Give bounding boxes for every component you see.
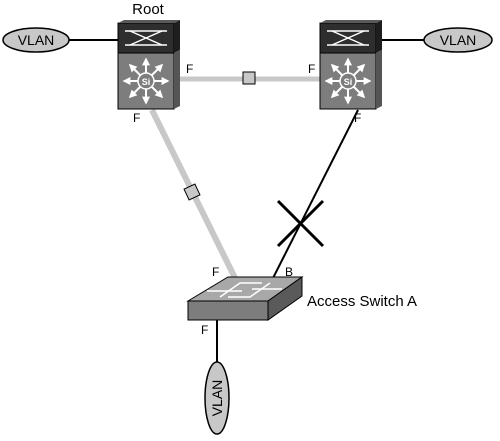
bpdu-square-icon-left — [183, 183, 201, 201]
access-workgroup-switch-icon — [186, 276, 304, 321]
vlan-cloud-right — [423, 27, 493, 53]
vlan-label-left: VLAN — [18, 32, 55, 48]
blocked-port-x-mark-icon — [276, 199, 325, 248]
vlan-label-right: VLAN — [440, 32, 477, 48]
port-label-access-bottom: F — [201, 323, 208, 337]
root-multilayer-switch-icon — [117, 20, 180, 110]
bpdu-square-icon-top — [242, 71, 256, 85]
port-label-root-right: F — [186, 62, 193, 76]
vlan-label-bottom: VLAN — [209, 380, 225, 417]
root-label: Root — [132, 1, 165, 18]
port-label-access-left: F — [212, 265, 219, 279]
link-right-switch-to-access-switch — [269, 109, 359, 285]
port-label-root-bottom: F — [133, 111, 140, 125]
switch-symbol-label: Si — [344, 77, 353, 87]
port-label-access-right: B — [285, 265, 293, 279]
access-switch-label: Access Switch A — [307, 293, 417, 310]
vlan-cloud-bottom — [204, 361, 230, 435]
port-label-right-bottom: F — [354, 111, 361, 125]
port-label-right-left: F — [308, 62, 315, 76]
switch-symbol-label: Si — [142, 77, 151, 87]
right-multilayer-switch-icon — [319, 20, 382, 110]
vlan-cloud-left — [2, 27, 70, 53]
